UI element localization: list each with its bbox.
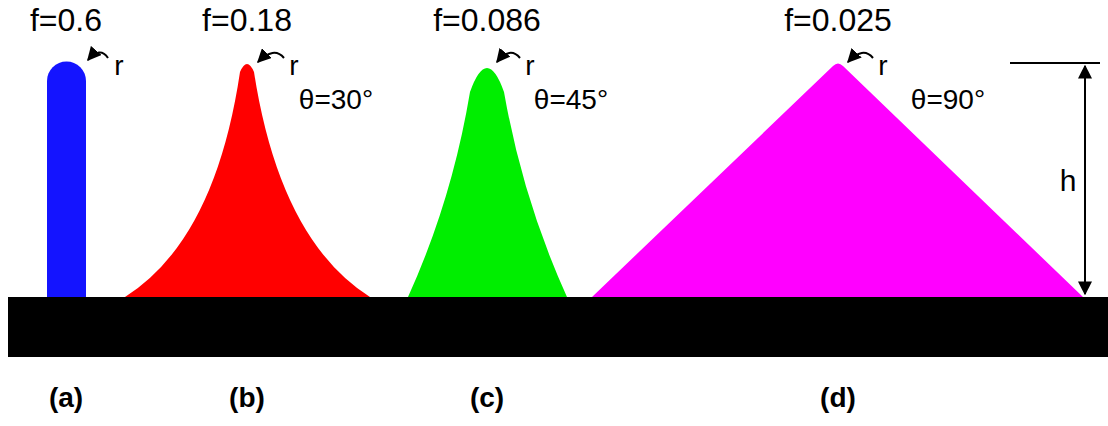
- height-arrow: [1084, 66, 1086, 294]
- panel-letter: (b): [229, 384, 265, 412]
- angle-label: θ=90°: [911, 86, 985, 114]
- substrate-bar: [8, 297, 1108, 357]
- panel-letter: (d): [820, 384, 856, 412]
- radius-label: r: [878, 52, 887, 80]
- fraction-label: f=0.086: [433, 4, 541, 36]
- radius-arrow: [848, 53, 873, 62]
- panel-letter: (a): [49, 384, 83, 412]
- fraction-label: f=0.6: [30, 4, 102, 36]
- height-label: h: [1058, 166, 1079, 196]
- angle-label: θ=30°: [299, 86, 373, 114]
- radius-label: r: [114, 52, 123, 80]
- fraction-label: f=0.025: [784, 4, 892, 36]
- radius-arrow: [88, 52, 108, 60]
- panel-letter: (c): [470, 384, 504, 412]
- cylinder-tip: [47, 62, 86, 298]
- radius-label: r: [525, 52, 534, 80]
- radius-label: r: [289, 52, 298, 80]
- radius-arrow: [497, 53, 520, 62]
- radius-arrow: [258, 53, 284, 62]
- height-guide: [1010, 62, 1100, 64]
- pyramid-tip: [592, 64, 1083, 298]
- fraction-label: f=0.18: [202, 4, 292, 36]
- angle-label: θ=45°: [534, 86, 608, 114]
